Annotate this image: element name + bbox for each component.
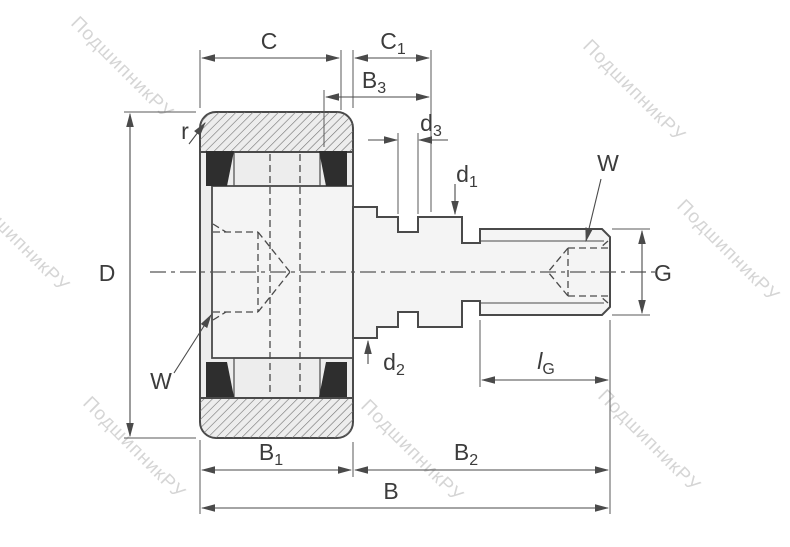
dimension-lines [126, 54, 646, 512]
needle-rollers-top [233, 151, 321, 187]
label-C: C [261, 28, 278, 54]
label-G: G [654, 260, 672, 286]
washer-top-right [319, 151, 347, 186]
needle-rollers-bottom [233, 357, 321, 399]
washer-top-left [206, 151, 234, 186]
leader-W-left [173, 313, 212, 374]
label-W-left: W [150, 368, 172, 394]
washer-bottom-left [206, 362, 234, 397]
watermark-text: ПодшипникРУ [672, 196, 783, 307]
label-W-right: W [597, 150, 619, 176]
dimension-labels: C C1 B3 d3 d1 W r D G W d2 lG B1 B2 B [99, 28, 672, 504]
washer-bottom-right [319, 362, 347, 397]
watermark-text: ПодшипникРУ [78, 393, 189, 504]
label-d2: d2 [383, 349, 405, 379]
label-B3: B3 [362, 67, 386, 97]
label-C1: C1 [380, 28, 406, 58]
end-washers [206, 151, 347, 397]
leader-r [188, 122, 206, 145]
watermark-text: ПодшипникРУ [578, 36, 689, 147]
hex-socket-left [212, 154, 301, 396]
label-d1: d1 [456, 161, 478, 191]
label-B: B [383, 478, 398, 504]
watermark-text: ПодшипникРУ [356, 396, 467, 507]
label-B2: B2 [454, 439, 478, 469]
label-B1: B1 [259, 439, 283, 469]
watermark-text: ПодшипникРУ [0, 186, 73, 297]
leader-W-right [585, 178, 602, 243]
label-lG: lG [537, 348, 555, 378]
label-D: D [99, 260, 116, 286]
watermark-text: ПодшипникРУ [66, 13, 177, 124]
label-r: r [181, 118, 189, 144]
label-d3: d3 [420, 110, 442, 140]
hex-socket-right [547, 240, 609, 304]
